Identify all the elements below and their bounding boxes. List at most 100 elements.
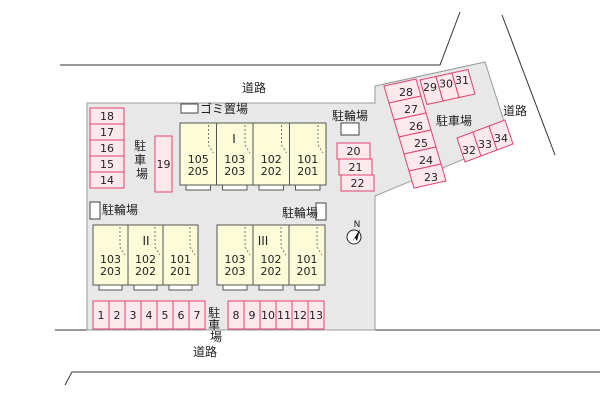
parking-space-2-number: 2 [114,309,121,322]
bldg-1-unit-4-lower: 201 [297,165,318,178]
parking-space-5: 5 [156,300,174,330]
parking-space-23: 23 [408,163,447,189]
parking-space-3: 3 [124,300,142,330]
parking-group-small-column: 20 21 22 [336,142,375,192]
bldg-1-label: I [232,132,236,146]
parking-space-27: 27 [388,95,427,121]
parking-space-18: 18 [89,107,125,125]
parking-space-5-number: 5 [162,309,169,322]
parking-space-7-number: 7 [194,309,201,322]
parking-space-20-number: 20 [347,145,361,158]
parking-space-30-number: 30 [439,78,453,91]
bldg-1-unit-2-upper: 103 [224,153,245,166]
parking-space-1-number: 1 [98,309,105,322]
bldg-2-label: II [142,234,149,248]
parking-group-single: 19 [154,135,173,193]
parking-space-34: 34 [488,119,514,151]
bldg-2-unit-3-lower: 201 [170,265,191,278]
road-label-bottom: 道路 [193,344,217,359]
parking-space-11: 11 [275,300,293,330]
bldg-1-unit-2-lower: 203 [224,165,245,178]
parking-space-33-number: 33 [478,138,492,151]
parking-space-22: 22 [340,174,375,192]
parking-space-16-number: 16 [100,142,114,155]
parking-space-3-number: 3 [130,309,137,322]
parking-space-13-number: 13 [309,309,323,322]
parking-label-left-line3: 場 [136,167,148,181]
parking-space-32-number: 32 [462,144,476,157]
bldg-3-unit-3-lower: 201 [297,265,318,278]
parking-label-left-line2: 車 [134,153,146,167]
parking-space-21: 21 [338,158,373,176]
parking-space-6-number: 6 [178,309,185,322]
parking-space-28: 28 [383,78,422,104]
parking-space-31-number: 31 [455,74,469,87]
bldg-1-unit-1-lower: 205 [188,165,209,178]
bldg-2-unit-1-upper: 103 [100,253,121,266]
bldg-3-outline [216,224,326,286]
bike-parking-left-box [89,201,101,220]
bldg-3-unit-2-lower: 202 [261,265,282,278]
parking-space-2: 2 [108,300,126,330]
parking-label-left-line1: 駐 [134,138,146,153]
parking-space-12-number: 12 [293,309,307,322]
parking-space-31: 31 [451,68,476,99]
parking-space-8: 8 [227,300,245,330]
parking-space-22-number: 22 [351,177,365,190]
parking-space-28-number: 28 [399,86,413,99]
parking-space-29-number: 29 [423,81,437,94]
parking-space-25-number: 25 [414,137,428,150]
parking-space-19: 19 [154,135,173,193]
parking-space-10: 10 [259,300,277,330]
north-label: N [354,220,361,230]
parking-space-9: 9 [243,300,261,330]
parking-label-bottom-line3: 場 [210,330,222,344]
bldg-3-unit-1-lower: 203 [225,265,246,278]
parking-space-9-number: 9 [249,309,256,322]
bldg-3-unit-1-upper: 103 [225,253,246,266]
parking-label-bottom-line2: 車 [208,318,220,332]
parking-space-21-number: 21 [349,161,363,174]
parking-label-left: 駐 車 場 [134,138,150,181]
parking-space-15-number: 15 [100,158,114,171]
bldg-1-unit-1-upper: 105 [188,153,209,166]
bike-parking-right-box [340,122,360,136]
bike-parking-mid-label: 駐輪場 [282,205,318,220]
parking-space-17-number: 17 [100,126,114,139]
bldg-1-unit-3-lower: 202 [261,165,282,178]
parking-space-26-number: 26 [409,120,423,133]
bldg-1-unit-3-upper: 102 [261,153,282,166]
parking-space-16: 16 [89,139,125,157]
parking-space-4-number: 4 [146,309,153,322]
parking-space-1: 1 [92,300,110,330]
garbage-area-label: ゴミ置場 [200,101,248,116]
parking-label-right: 駐車場 [436,113,472,128]
parking-space-7: 7 [188,300,206,330]
north-arrow-icon: N [346,220,362,245]
parking-space-17: 17 [89,123,125,141]
parking-space-8-number: 8 [233,309,240,322]
road-label-right: 道路 [503,103,527,118]
bldg-3-unit-2-upper: 102 [261,253,282,266]
bike-parking-right-label: 駐輪場 [332,108,368,123]
parking-space-23-number: 23 [424,171,438,184]
bldg-1-unit-4-upper: 101 [297,153,318,166]
parking-space-11-number: 11 [277,309,291,322]
parking-space-10-number: 10 [261,309,275,322]
parking-space-34-number: 34 [494,132,508,145]
parking-space-15: 15 [89,155,125,173]
parking-space-27-number: 27 [404,103,418,116]
bldg-2-unit-1-lower: 203 [100,265,121,278]
bldg-3-label: III [258,234,269,248]
bldg-2-outline [92,224,199,286]
parking-space-6: 6 [172,300,190,330]
parking-space-14: 14 [89,171,125,189]
bike-parking-left-label: 駐輪場 [102,202,138,217]
